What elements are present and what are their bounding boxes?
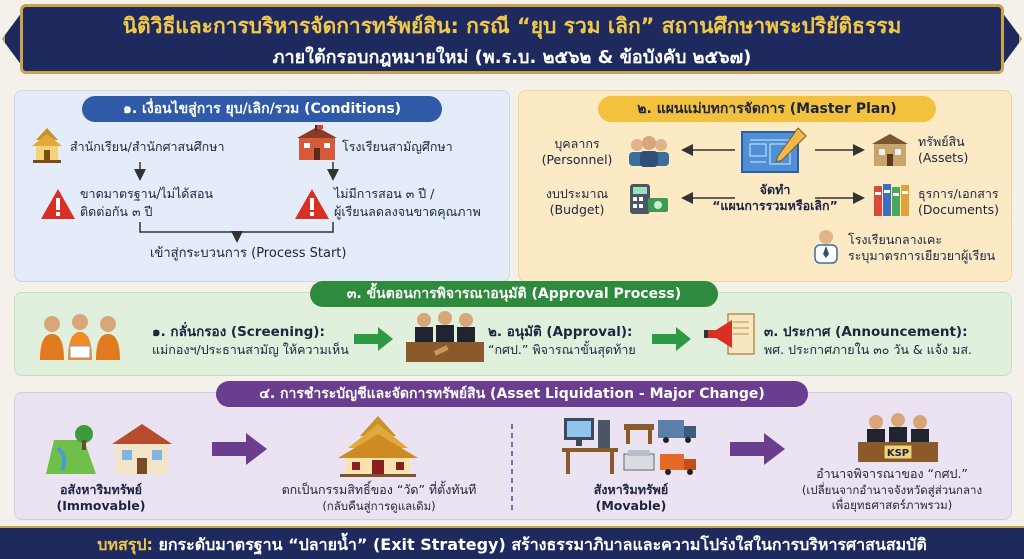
- documents-label-th: ธุรการ/เอกสาร: [918, 186, 999, 201]
- warning-icon: [295, 189, 329, 219]
- monastic-condition-line2: ติดต่อกัน ๓ ปี: [80, 204, 153, 219]
- master-plan-panel: [518, 90, 1012, 282]
- step3-title: ๓. ประกาศ (Announcement):: [764, 324, 968, 340]
- section3-title: ๓. ขั้นตอนการพิจารณาอนุมัติ (Approval Pr…: [310, 281, 718, 307]
- movable-label-en: (Movable): [595, 498, 667, 513]
- footer-text: ยกระดับมาตรฐาน “ปลายน้ำ” (Exit Strategy)…: [158, 535, 927, 554]
- thai-pavilion-icon: [32, 128, 62, 163]
- assets-label-en: (Assets): [918, 150, 969, 165]
- section1-title: ๑. เงื่อนไขสู่การ ยุบ/เลิก/รวม (Conditio…: [82, 96, 442, 122]
- step3-desc: พศ. ประกาศภายใน ๓๐ วัน & แจ้ง มส.: [764, 342, 972, 357]
- student-person-icon: [814, 230, 838, 264]
- immovable-label-en: (Immovable): [56, 498, 146, 513]
- step2-title: ๒. อนุมัติ (Approval):: [488, 324, 633, 340]
- personnel-label-en: (Personnel): [541, 152, 613, 167]
- movable-items-icon: [562, 418, 696, 475]
- warning-icon: [41, 189, 75, 219]
- assets-label-th: ทรัพย์สิน: [918, 134, 965, 149]
- footer-summary: บทสรุป: ยกระดับมาตรฐาน “ปลายน้ำ” (Exit S…: [0, 533, 1024, 558]
- school-condition-line1: ไม่มีการสอน ๓ ปี /: [334, 186, 435, 201]
- purple-arrow-icon: [730, 433, 785, 465]
- footer-prefix: บทสรุป:: [97, 535, 153, 554]
- subtitle: ภายใต้กรอบกฎหมายใหม่ (พ.ร.บ. ๒๕๖๒ & ข้อบ…: [272, 47, 752, 68]
- general-school-label: โรงเรียนสามัญศึกษา: [342, 139, 453, 154]
- main-title: นิติวิธีและการบริหารจัดการทรัพย์สิน: กรณ…: [122, 14, 902, 38]
- movable-label-th: สังหาริมทรัพย์: [593, 482, 669, 497]
- temple-ownership-line1: ตกเป็นกรรมสิทธิ์ของ “วัด” ที่ตั้งทันที: [281, 482, 477, 497]
- step2-desc: “กศป.” พิจารณาขั้นสุดท้าย: [488, 342, 636, 357]
- ksp-committee-icon: [858, 413, 938, 462]
- ksp-sign: KSP: [886, 448, 910, 459]
- monks-meeting-icon: [40, 314, 120, 360]
- megaphone-announcement-icon: [704, 313, 755, 355]
- process-start-label: เข้าสู่กระบวนการ (Process Start): [150, 246, 347, 261]
- school-remedy-line1: โรงเรียนกลางเคะ: [848, 232, 943, 247]
- header-banner: นิติวิธีและการบริหารจัดการทรัพย์สิน: กรณ…: [0, 0, 1024, 78]
- budget-label-en: (Budget): [549, 202, 605, 217]
- temple-ownership-line2: (กลับคืนสู่การดูแลเดิม): [322, 499, 436, 513]
- monastic-school-label: สำนักเรียน/สำนักศาสนศึกษา: [70, 139, 225, 154]
- footer-banner: บทสรุป: ยกระดับมาตรฐาน “ปลายน้ำ” (Exit S…: [0, 526, 1024, 559]
- documents-label-en: (Documents): [918, 202, 1000, 217]
- school-building-icon: [297, 125, 337, 160]
- green-arrow-icon: [652, 327, 691, 351]
- plan-label-line2: “แผนการรวมหรือเลิก”: [712, 198, 838, 213]
- ksp-authority-line1: อำนาจพิจารณาของ “กศป.”: [816, 466, 968, 481]
- calculator-money-icon: [630, 184, 668, 214]
- budget-label-th: งบประมาณ: [545, 186, 609, 201]
- step1-title: ๑. กลั่นกรอง (Screening):: [152, 324, 325, 340]
- ksp-authority-line3: เพื่อยุทธศาสตร์ภาพรวม): [831, 498, 953, 512]
- section4-title: ๔. การชำระบัญชีและจัดการทรัพย์สิน (Asset…: [216, 381, 808, 407]
- purple-arrow-icon: [212, 433, 267, 465]
- school-condition-line2: ผู้เรียนลดลงจนขาดคุณภาพ: [334, 204, 481, 219]
- section2-title: ๒. แผนแม่บทการจัดการ (Master Plan): [598, 96, 936, 122]
- binders-documents-icon: [874, 184, 909, 216]
- personnel-label-th: บุคลากร: [554, 136, 600, 151]
- land-house-icon: [46, 424, 172, 474]
- conditions-panel: [14, 90, 510, 282]
- blueprint-plan-icon: [741, 127, 807, 173]
- assets-building-icon: [872, 134, 908, 166]
- personnel-group-icon: [629, 136, 669, 167]
- ksp-authority-line2: (เปลี่ยนจากอำนาจจังหวัดสู่ส่วนกลาง: [801, 483, 983, 497]
- school-remedy-line2: ระบุมาตรการเยียวยาผู้เรียน: [848, 248, 996, 263]
- plan-label-line1: จัดทำ: [759, 182, 791, 197]
- liquidation-panel: [14, 392, 1012, 520]
- step1-desc: แม่กองฯ/ประธานสามัญ ให้ความเห็น: [152, 342, 349, 357]
- header-band: [20, 4, 1004, 74]
- immovable-label-th: อสังหาริมทรัพย์: [60, 482, 142, 497]
- judges-panel-icon: [406, 311, 484, 362]
- temple-wat-icon: [338, 416, 418, 477]
- monastic-condition-line1: ขาดมาตรฐาน/ไม่ได้สอน: [80, 186, 214, 201]
- green-arrow-icon: [354, 327, 393, 351]
